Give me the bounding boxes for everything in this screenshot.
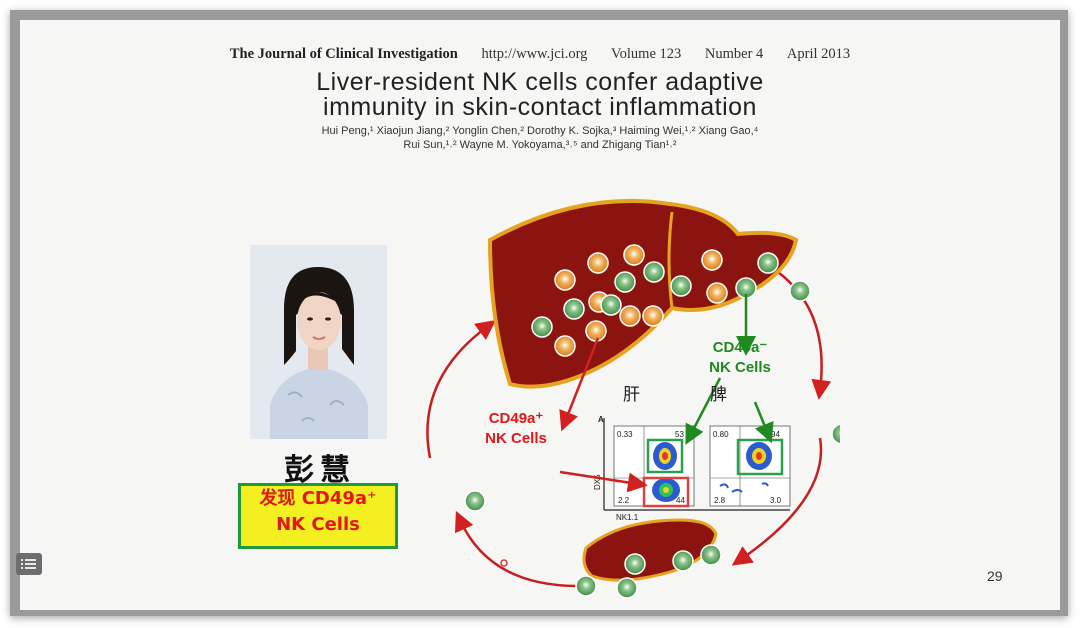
spleen-label-cn: 脾 bbox=[710, 385, 727, 405]
paper-title: Liver-resident NK cells confer adaptive … bbox=[20, 70, 1060, 120]
authors-line-2: Rui Sun,¹˒² Wayne M. Yokoyama,³˒⁵ and Zh… bbox=[403, 139, 677, 151]
discovery-line-1: 发现 CD49a⁺ bbox=[259, 488, 377, 509]
cd49a-negative-cells bbox=[464, 252, 840, 599]
facs-spleen-ur: 94 bbox=[771, 430, 780, 439]
discovery-line-2: NK Cells bbox=[276, 514, 360, 535]
skin-organ bbox=[582, 518, 718, 582]
annotation-arrows bbox=[559, 294, 774, 493]
arrow-back-up bbox=[455, 510, 579, 588]
facs-spleen-lr: 3.0 bbox=[770, 496, 782, 505]
cd49a-positive-label: CD49a⁺ NK Cells bbox=[476, 409, 556, 449]
facs-x-axis-label: NK1.1 bbox=[616, 513, 639, 522]
arrow-to-liver bbox=[426, 320, 497, 459]
slide: The Journal of Clinical Investigation ht… bbox=[20, 20, 1060, 610]
menu-dot-2 bbox=[21, 563, 23, 565]
researcher-name: 彭慧 bbox=[284, 453, 356, 488]
cd49a-positive-label-line-1: CD49a⁺ bbox=[488, 410, 544, 427]
journal-date: April 2013 bbox=[786, 46, 851, 62]
cd49a-negative-label-line-1: CD49a⁻ bbox=[712, 339, 768, 356]
arrow-to-skin bbox=[731, 437, 823, 566]
gate-cd49a-negative-liver bbox=[646, 438, 684, 474]
discovery-badge: 发现 CD49a⁺ NK Cells bbox=[238, 483, 398, 549]
journal-number: Number 4 bbox=[704, 46, 764, 62]
facs-liver-ll: 2.2 bbox=[618, 496, 630, 505]
facs-spleen-ll: 2.8 bbox=[714, 496, 726, 505]
journal-name: The Journal of Clinical Investigation bbox=[229, 46, 458, 62]
facs-spleen-ul: 0.80 bbox=[713, 430, 729, 439]
portrait-illustration bbox=[250, 245, 387, 439]
cd49a-positive-cells bbox=[554, 244, 728, 357]
authors-line-1: Hui Peng,¹ Xiaojun Jiang,² Yonglin Chen,… bbox=[321, 125, 759, 137]
journal-url: http://www.jci.org bbox=[481, 46, 588, 62]
journal-header: The Journal of Clinical Investigation ht… bbox=[20, 46, 1060, 63]
menu-line-2 bbox=[25, 563, 36, 565]
facs-liver-ur: 53 bbox=[675, 430, 684, 439]
circulation-arrows bbox=[426, 271, 832, 588]
arrow-liver-to-spleen-side bbox=[777, 271, 832, 400]
slide-page-number: 29 bbox=[987, 568, 1003, 584]
paper-authors: Hui Peng,¹ Xiaojun Jiang,² Yonglin Chen,… bbox=[20, 124, 1060, 152]
journal-volume: Volume 123 bbox=[611, 46, 682, 62]
laser-pointer-dot bbox=[500, 559, 508, 567]
slide-menu-button[interactable] bbox=[16, 553, 42, 575]
cd49a-negative-label-line-2: NK Cells bbox=[709, 359, 771, 376]
facs-marker-a: A bbox=[598, 415, 604, 424]
paper-title-line-1: Liver-resident NK cells confer adaptive bbox=[316, 68, 764, 96]
facs-liver-ul: 0.33 bbox=[617, 430, 633, 439]
paper-title-line-2: immunity in skin-contact inflammation bbox=[323, 93, 757, 121]
facs-y-axis-label: DX5 bbox=[593, 474, 602, 490]
liver-label-cn: 肝 bbox=[623, 385, 640, 405]
slide-menu-icon bbox=[21, 559, 23, 561]
cd49a-negative-label: CD49a⁻ NK Cells bbox=[700, 338, 780, 378]
facs-plots: A DX5 NK1.1 0.33 53 2.2 44 0.80 94 2.8 3… bbox=[593, 415, 791, 522]
nk-cell-circulation-diagram: A DX5 NK1.1 0.33 53 2.2 44 0.80 94 2.8 3… bbox=[426, 198, 840, 599]
menu-line-1 bbox=[25, 559, 36, 561]
researcher-photo bbox=[250, 245, 387, 439]
menu-dot-3 bbox=[21, 567, 23, 569]
facs-liver-lr: 44 bbox=[676, 496, 685, 505]
menu-line-3 bbox=[25, 567, 36, 569]
cd49a-positive-label-line-2: NK Cells bbox=[485, 430, 547, 447]
